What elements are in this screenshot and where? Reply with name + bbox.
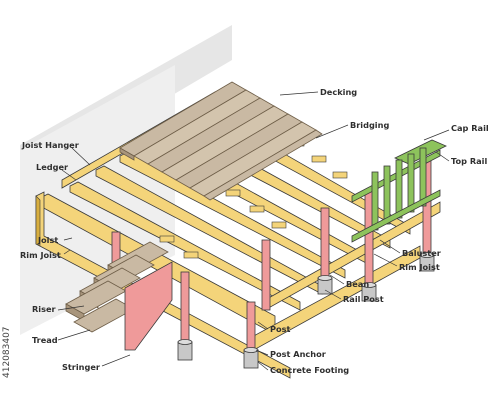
- footing-top: [361, 282, 377, 288]
- footings: [177, 252, 435, 369]
- decking-board: [203, 129, 323, 201]
- post: [246, 301, 256, 351]
- decking: [119, 81, 323, 201]
- label-cap-rail: Cap Rail: [451, 123, 489, 133]
- decking-edge: [119, 147, 135, 161]
- bridging-block: [249, 205, 265, 213]
- posts: [111, 159, 432, 351]
- label-top-rail: Top Rail: [451, 156, 487, 166]
- bridging-block: [271, 221, 287, 229]
- label-bridging: Bridging: [350, 120, 389, 130]
- label-post-anchor: Post Anchor: [270, 349, 327, 359]
- label-stringer: Stringer: [62, 362, 101, 372]
- post: [180, 271, 190, 343]
- label-post: Post: [270, 324, 290, 334]
- label-decking: Decking: [320, 87, 357, 97]
- rim-joist-left-face: [35, 195, 41, 247]
- label-tread: Tread: [32, 335, 58, 345]
- label-rim-joist-right: Rim Joist: [399, 262, 440, 272]
- bridging-block: [225, 189, 241, 197]
- bridging-block: [332, 171, 348, 179]
- post: [261, 239, 271, 311]
- footing-top: [177, 339, 193, 345]
- joist: [69, 181, 301, 311]
- baluster: [371, 171, 379, 231]
- post: [320, 207, 330, 279]
- rail-bottom: [351, 189, 441, 243]
- baluster: [383, 165, 391, 225]
- bridging-block: [311, 155, 327, 163]
- baluster: [395, 159, 403, 219]
- label-ledger: Ledger: [36, 162, 69, 172]
- bridging-block: [183, 251, 199, 259]
- bridging-block: [159, 235, 175, 243]
- leaders: [57, 91, 450, 371]
- baluster: [407, 153, 415, 213]
- label-riser: Riser: [32, 304, 57, 314]
- stairs: [65, 241, 173, 351]
- label-concrete-footing: Concrete Footing: [270, 365, 349, 375]
- footing-top: [243, 347, 259, 353]
- label-baluster: Baluster: [402, 248, 442, 258]
- baluster: [419, 147, 427, 207]
- label-joist-hanger: Joist Hanger: [21, 140, 80, 150]
- railing: [351, 139, 447, 243]
- footing-top: [419, 252, 435, 258]
- stock-image-id: 412083407: [2, 326, 12, 378]
- label-joist: Joist: [37, 235, 58, 245]
- label-rail-post: Rail Post: [343, 294, 384, 304]
- footing-top: [317, 275, 333, 281]
- label-bean: Bean: [346, 279, 369, 289]
- stringer: [124, 261, 173, 351]
- label-rim-joist-left: Rim Joist: [20, 250, 61, 260]
